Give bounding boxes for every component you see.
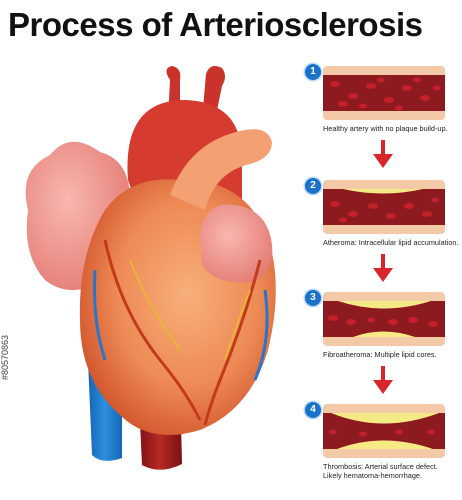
page-title: Process of Arteriosclerosis <box>8 6 423 43</box>
stage-number-badge: 4 <box>305 402 321 418</box>
stage-number-badge: 3 <box>305 290 321 306</box>
watermark: #80570863 <box>0 334 10 380</box>
down-arrow-icon <box>373 366 393 394</box>
artery-cross-section-fibroatheroma <box>323 292 445 346</box>
artery-cross-section-thrombosis <box>323 404 445 458</box>
stage-caption: Fibroatheroma: Multiple lipid cores. <box>323 350 437 359</box>
stage-number-badge: 1 <box>305 64 321 80</box>
artery-cross-section-healthy <box>323 66 445 120</box>
stage-number-badge: 2 <box>305 178 321 194</box>
down-arrow-icon <box>373 254 393 282</box>
stage-caption-line2: Likely hematoma-hemorrhage. <box>323 471 422 480</box>
artery-cross-section-atheroma <box>323 180 445 234</box>
stage-caption: Thrombosis: Arterial surface defect. <box>323 462 438 471</box>
down-arrow-icon <box>373 140 393 168</box>
heart-illustration <box>25 66 276 470</box>
stage-caption: Atheroma: Intracellular lipid accumulati… <box>323 238 459 247</box>
stage-caption: Healthy artery with no plaque build-up. <box>323 124 448 133</box>
